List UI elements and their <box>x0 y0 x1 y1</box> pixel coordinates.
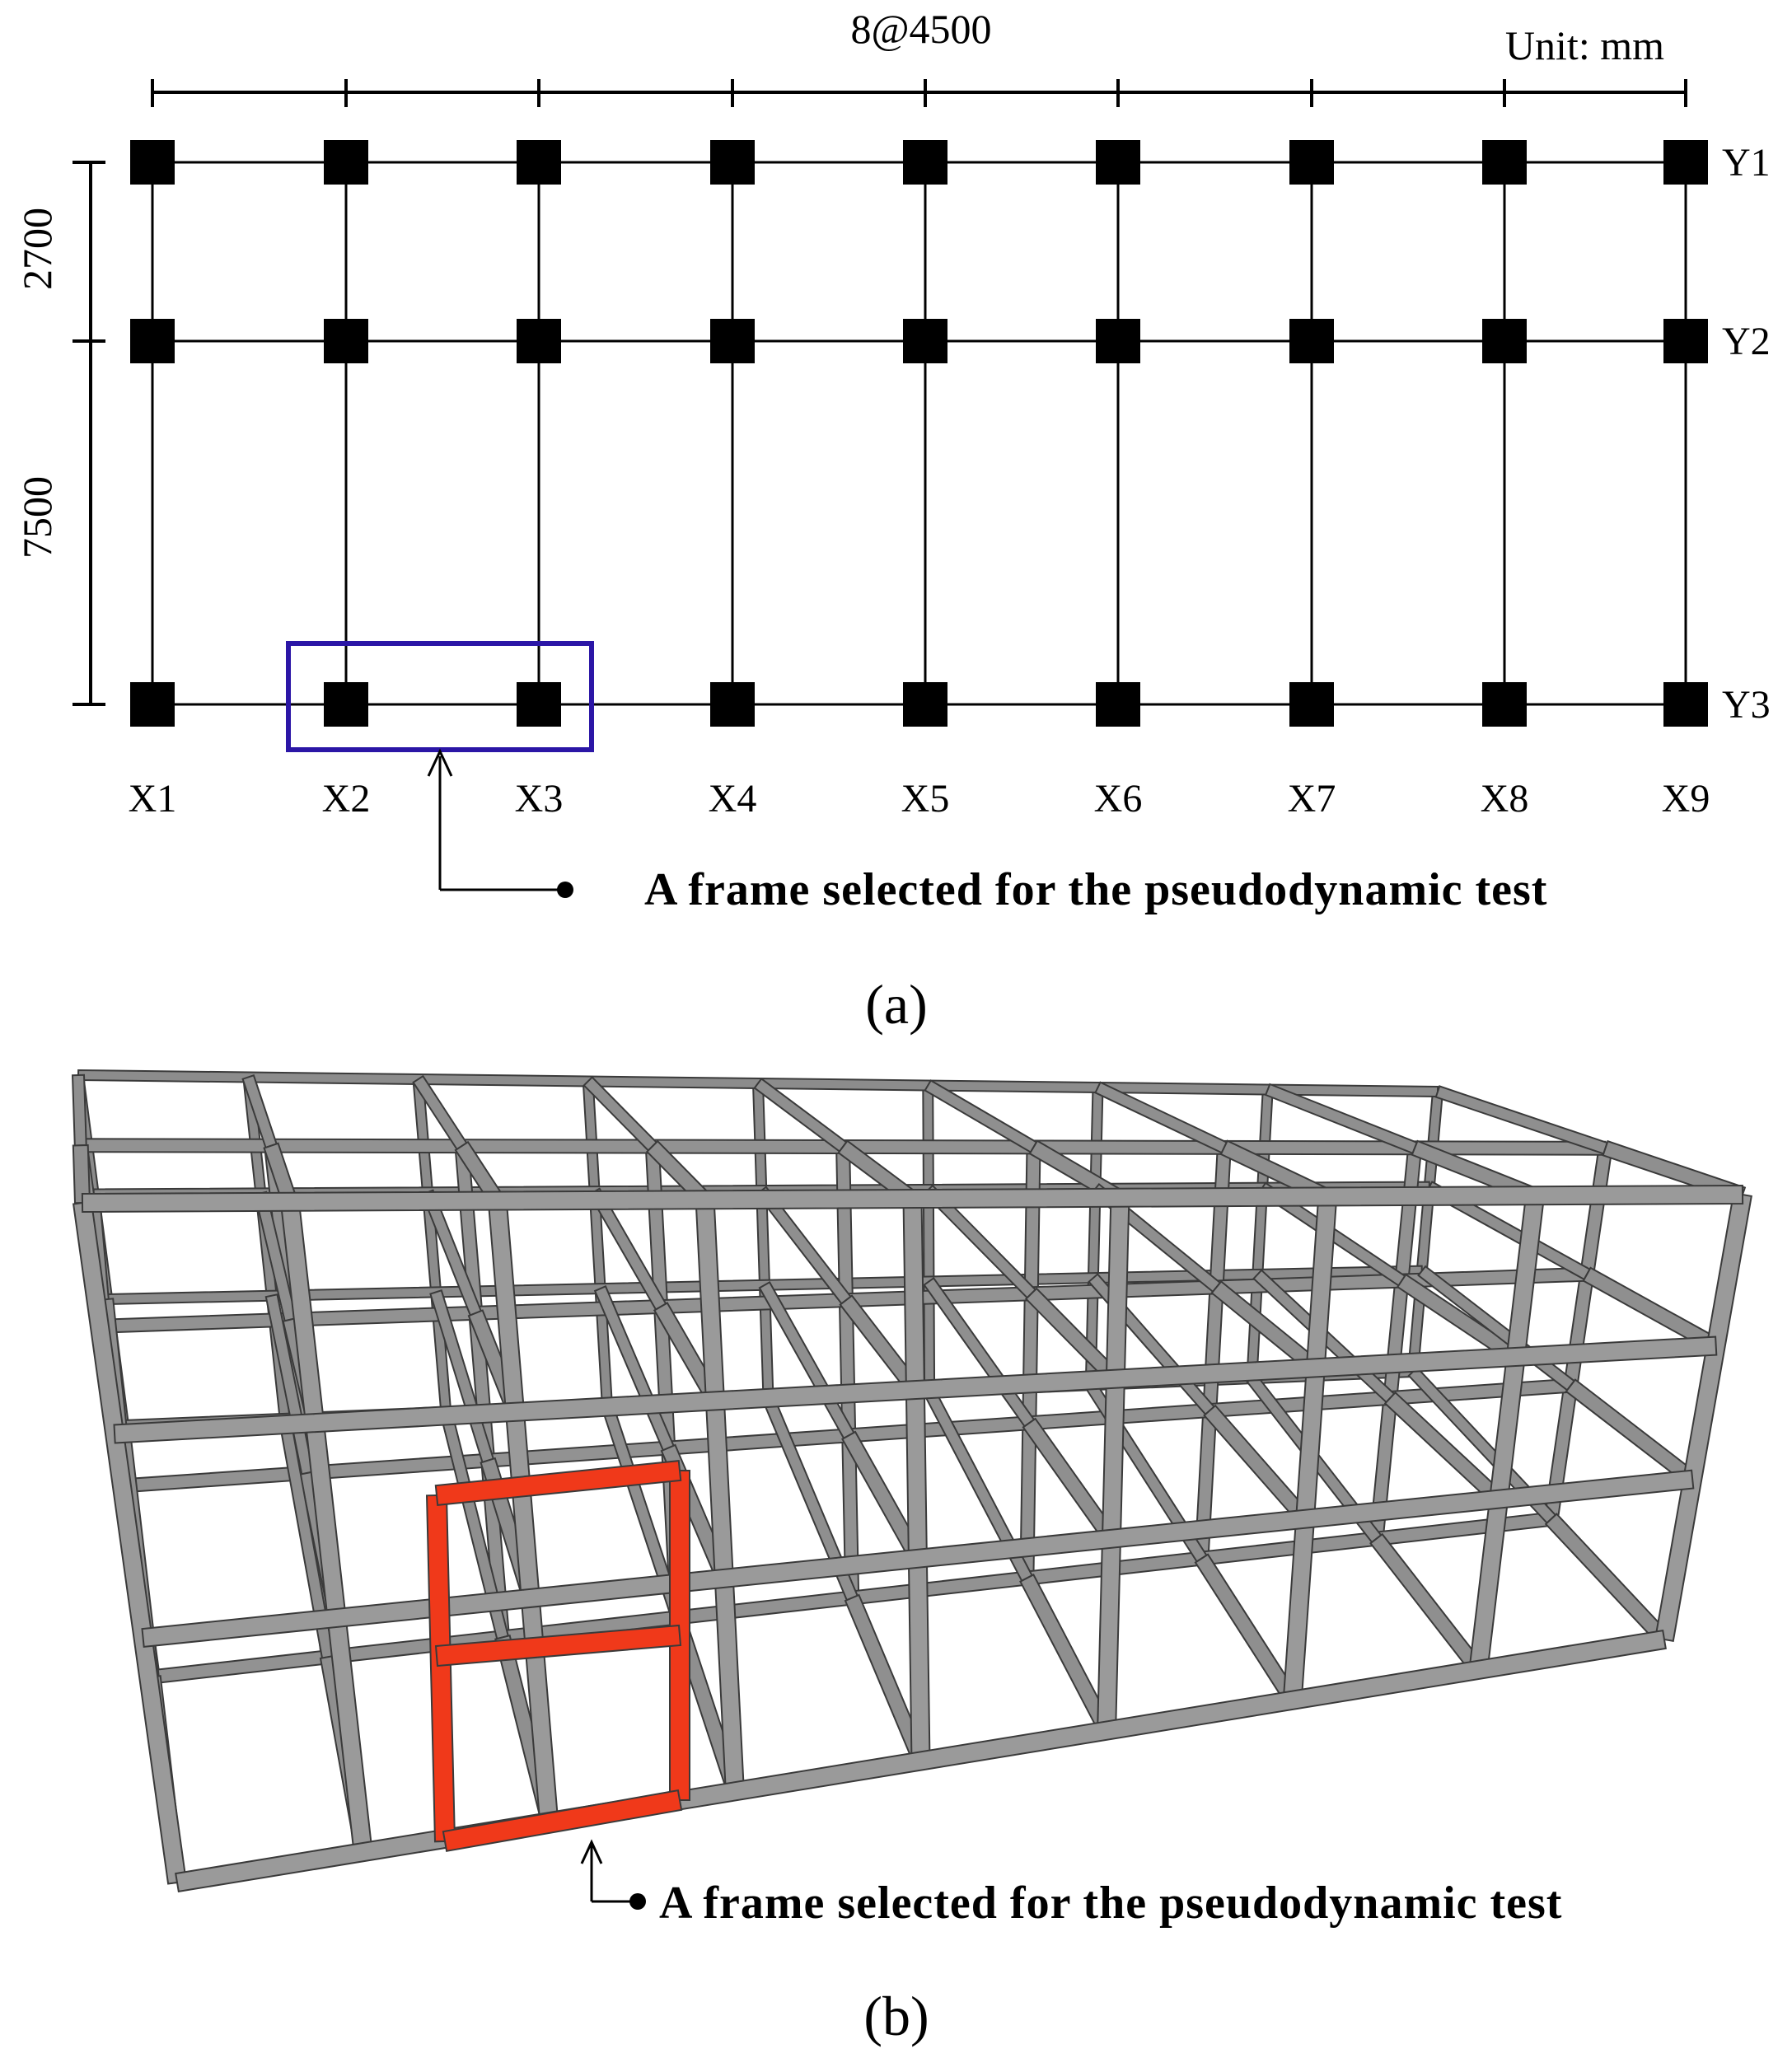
column-X3-Y3 <box>517 682 561 727</box>
trans-front-8-3 <box>1369 1532 1486 1676</box>
x-axis-label-7: X7 <box>1288 777 1336 821</box>
column-X6-Y1 <box>1096 140 1140 185</box>
column-X8-Y1 <box>1482 140 1527 185</box>
column-X4-Y3 <box>710 682 755 727</box>
column-X2-Y2 <box>324 319 368 363</box>
x-axis-label-2: X2 <box>322 777 371 821</box>
y-axis-label-3: Y3 <box>1722 683 1771 727</box>
column-X5-Y3 <box>903 682 947 727</box>
left-dimension-label-7500: 7500 <box>14 476 60 559</box>
plan-callout-leader <box>427 748 563 891</box>
column-X3-Y2 <box>517 319 561 363</box>
plan-grid-lines <box>151 161 1687 706</box>
mid-column-6 <box>1019 1146 1041 1579</box>
x-axis-label-4: X4 <box>709 777 757 821</box>
plan-view-panel: 8@4500 Unit: mm 2700 7500 X1 X2 X3 X4 X5 X6 X7… <box>14 6 1771 1036</box>
column-X6-Y3 <box>1096 682 1140 727</box>
column-X9-Y3 <box>1663 682 1708 727</box>
selected-frame-beam-middle <box>434 1624 682 1667</box>
selected-frame-beam-top <box>434 1460 682 1506</box>
trans-front-9-3 <box>1544 1513 1672 1646</box>
x-axis-label-6: X6 <box>1094 777 1143 821</box>
front-beam-level-2 <box>141 1469 1695 1648</box>
front-column-8 <box>1468 1193 1546 1672</box>
column-X8-Y3 <box>1482 682 1527 727</box>
model-callout-text: A frame selected for the pseudodynamic t… <box>659 1878 1562 1929</box>
plan-callout-dot <box>557 882 573 898</box>
column-X4-Y1 <box>710 140 755 185</box>
selected-frame-highlight <box>425 1460 690 1852</box>
column-X9-Y1 <box>1663 140 1708 185</box>
front-beam-level-0 <box>81 1184 1744 1214</box>
column-X1-Y2 <box>130 319 175 363</box>
mid-column-7 <box>1194 1146 1232 1560</box>
trans-back-1-0 <box>71 1073 87 1147</box>
column-X7-Y2 <box>1289 319 1334 363</box>
selected-frame-column-left <box>425 1494 456 1843</box>
column-X7-Y3 <box>1289 682 1334 727</box>
back-column-4 <box>582 1080 613 1407</box>
column-X6-Y2 <box>1096 319 1140 363</box>
trans-front-7-3 <box>1194 1553 1300 1705</box>
y-axis-label-2: Y2 <box>1722 320 1771 363</box>
plan-callout-text: A frame selected for the pseudodynamic t… <box>644 864 1547 915</box>
column-X2-Y3 <box>324 682 368 727</box>
back-column-5 <box>751 1082 774 1400</box>
x-axis-label-9: X9 <box>1662 777 1710 821</box>
front-beam-level-1 <box>113 1335 1718 1444</box>
y-axis-label-1: Y1 <box>1722 141 1771 185</box>
column-X4-Y2 <box>710 319 755 363</box>
column-X9-Y2 <box>1663 319 1708 363</box>
column-X2-Y1 <box>324 140 368 185</box>
x-axis-label-3: X3 <box>515 777 564 821</box>
left-dimension-label-2700: 2700 <box>14 208 60 290</box>
x-axis-label-1: X1 <box>129 777 177 821</box>
plan-columns <box>130 140 1708 727</box>
model-callout-dot <box>629 1893 646 1910</box>
column-X5-Y1 <box>903 140 947 185</box>
frame-members <box>71 1069 1752 1893</box>
panel-label-b: (b) <box>863 1985 929 2047</box>
panel-label-a: (a) <box>865 973 927 1036</box>
top-dimension-label: 8@4500 <box>850 6 991 52</box>
front-column-9 <box>1654 1191 1752 1643</box>
left-dimension-line <box>73 161 105 706</box>
trans-back-9-2 <box>1417 1265 1576 1391</box>
top-dimension-line <box>151 79 1687 107</box>
3d-frame-model-panel: A frame selected for the pseudodynamic t… <box>71 1069 1752 2047</box>
column-X1-Y3 <box>130 682 175 727</box>
selected-frame-beam-bottom <box>442 1789 683 1852</box>
column-X1-Y1 <box>130 140 175 185</box>
column-X5-Y2 <box>903 319 947 363</box>
column-X8-Y2 <box>1482 319 1527 363</box>
x-axis-labels: X1 X2 X3 X4 X5 X6 X7 X8 X9 <box>129 777 1710 821</box>
x-axis-label-5: X5 <box>901 777 950 821</box>
mid-column-5 <box>835 1145 860 1599</box>
back-column-6 <box>922 1084 936 1393</box>
x-axis-label-8: X8 <box>1481 777 1529 821</box>
column-X7-Y1 <box>1289 140 1334 185</box>
column-X3-Y1 <box>517 140 561 185</box>
trans-front-9-2 <box>1565 1378 1699 1487</box>
model-callout-leader <box>580 1839 636 1903</box>
unit-label: Unit: mm <box>1505 22 1664 68</box>
